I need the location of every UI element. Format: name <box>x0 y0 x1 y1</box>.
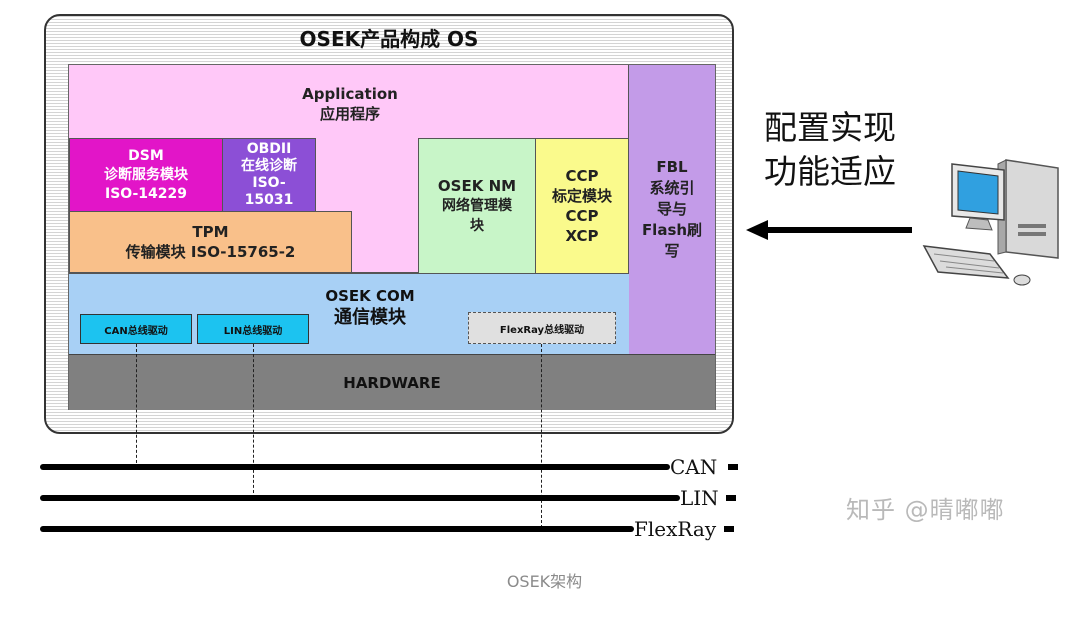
lin-driver: LIN总线驱动 <box>197 314 309 344</box>
osek-com-desc: 通信模块 <box>334 307 406 328</box>
lin-connector-line <box>253 344 254 498</box>
osek-nm-desc-cont: 块 <box>470 218 484 234</box>
application-label-en: Application <box>302 85 398 103</box>
config-label: 配置实现 功能适应 <box>764 106 934 194</box>
can-bus-label: CAN <box>670 455 718 479</box>
fbl-desc-4: 写 <box>664 242 680 260</box>
obd-module: OBDII 在线诊断 ISO- 15031 <box>222 138 316 212</box>
fbl-desc-3: Flash刷 <box>641 221 703 239</box>
ccp-protocol: CCP <box>565 207 599 225</box>
fbl-desc-2: 导与 <box>656 200 687 218</box>
flexray-connector-line <box>541 344 542 528</box>
dsm-desc: 诊断服务模块 <box>104 166 188 183</box>
left-arrow-icon <box>746 220 912 240</box>
obd-title: OBDII <box>246 141 292 157</box>
config-label-line1: 配置实现 <box>764 108 896 147</box>
flexray-bus-terminator <box>724 526 734 532</box>
flexray-bus-line <box>40 526 634 532</box>
tpm-module: TPM 传输模块 ISO-15765-2 <box>69 211 352 273</box>
config-label-line2: 功能适应 <box>764 152 896 191</box>
flexray-driver: FlexRay总线驱动 <box>468 312 616 344</box>
osek-com-title: OSEK COM <box>325 287 415 305</box>
obd-standard-prefix: ISO- <box>252 175 286 191</box>
ccp-desc: 标定模块 <box>551 187 612 205</box>
ccp-module: CCP 标定模块 CCP XCP <box>535 138 629 274</box>
fbl-module: FBL 系统引 导与 Flash刷 写 <box>628 65 715 354</box>
dsm-module: DSM 诊断服务模块 ISO-14229 <box>69 138 223 212</box>
dsm-standard: ISO-14229 <box>105 185 187 202</box>
fbl-desc-1: 系统引 <box>649 179 695 197</box>
can-bus-terminator <box>728 464 738 470</box>
osek-nm-title: OSEK NM <box>437 177 517 195</box>
osek-com-label: OSEK COM 通信模块 <box>260 286 480 330</box>
obd-desc: 在线诊断 <box>241 158 297 174</box>
xcp-protocol: XCP <box>565 227 599 245</box>
application-label: Application 应用程序 <box>260 84 440 124</box>
dsm-title: DSM <box>128 147 164 164</box>
can-driver: CAN总线驱动 <box>80 314 192 344</box>
watermark: 知乎 @晴嘟嘟 <box>846 496 1005 524</box>
lin-bus-terminator <box>726 495 736 501</box>
application-label-cn: 应用程序 <box>319 105 380 123</box>
osek-nm-module: OSEK NM 网络管理模 块 <box>418 138 536 274</box>
fbl-title: FBL <box>656 158 688 176</box>
tpm-title: TPM <box>192 223 229 241</box>
tpm-desc: 传输模块 ISO-15765-2 <box>125 243 296 261</box>
figure-caption: OSEK架构 <box>506 572 583 591</box>
osek-nm-desc: 网络管理模 <box>442 198 512 214</box>
ccp-title: CCP <box>565 167 599 185</box>
can-bus-line <box>40 464 670 470</box>
lin-bus-label: LIN <box>680 486 719 510</box>
can-connector-line <box>136 344 137 468</box>
lin-bus-line <box>40 495 680 501</box>
os-title: OSEK产品构成 OS <box>299 26 479 51</box>
hardware-layer: HARDWARE <box>69 354 715 410</box>
obd-standard-number: 15031 <box>244 192 294 208</box>
flexray-bus-label: FlexRay <box>634 517 717 541</box>
desktop-computer-icon <box>922 159 1059 286</box>
